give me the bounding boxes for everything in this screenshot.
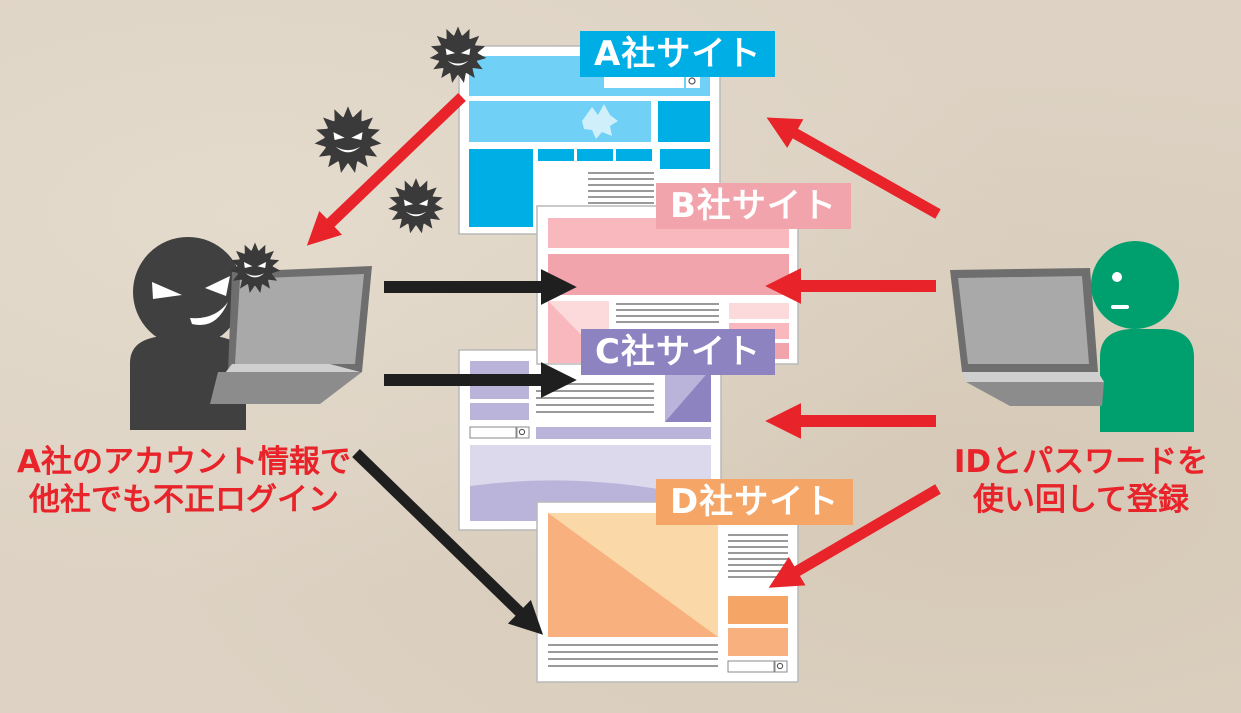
red-arrow [306, 93, 466, 246]
attacker-person-icon [130, 237, 246, 430]
site-c-label: C社サイト [581, 329, 775, 375]
attacker-caption-line-2: 他社でも不正ログイン [29, 482, 339, 518]
red-arrow [768, 484, 941, 588]
black-arrow [352, 449, 544, 635]
laptop-icon [950, 268, 1104, 406]
site-d-label: D社サイト [656, 479, 854, 525]
site-a-label: A社サイト [580, 31, 776, 77]
site-b-label: B社サイト [656, 183, 851, 229]
virus-icon [313, 106, 383, 175]
attacker-caption-line-1: A社のアカウント情報で [17, 444, 351, 480]
red-arrow [766, 117, 941, 219]
user-caption-line-2: 使い回して登録 [972, 482, 1190, 518]
user-caption: IDとパスワードを 使い回して登録 [946, 443, 1216, 519]
site-d-page [536, 501, 799, 683]
attacker-caption: A社のアカウント情報で 他社でも不正ログイン [14, 443, 354, 519]
site-a-page [458, 45, 721, 235]
search-icon [518, 428, 526, 436]
search-icon [688, 77, 696, 85]
user-person-icon [1091, 241, 1194, 432]
user-caption-line-1: IDとパスワードを [953, 444, 1209, 480]
search-icon [776, 662, 784, 670]
virus-icon [387, 178, 445, 235]
laptop-icon [210, 266, 372, 404]
